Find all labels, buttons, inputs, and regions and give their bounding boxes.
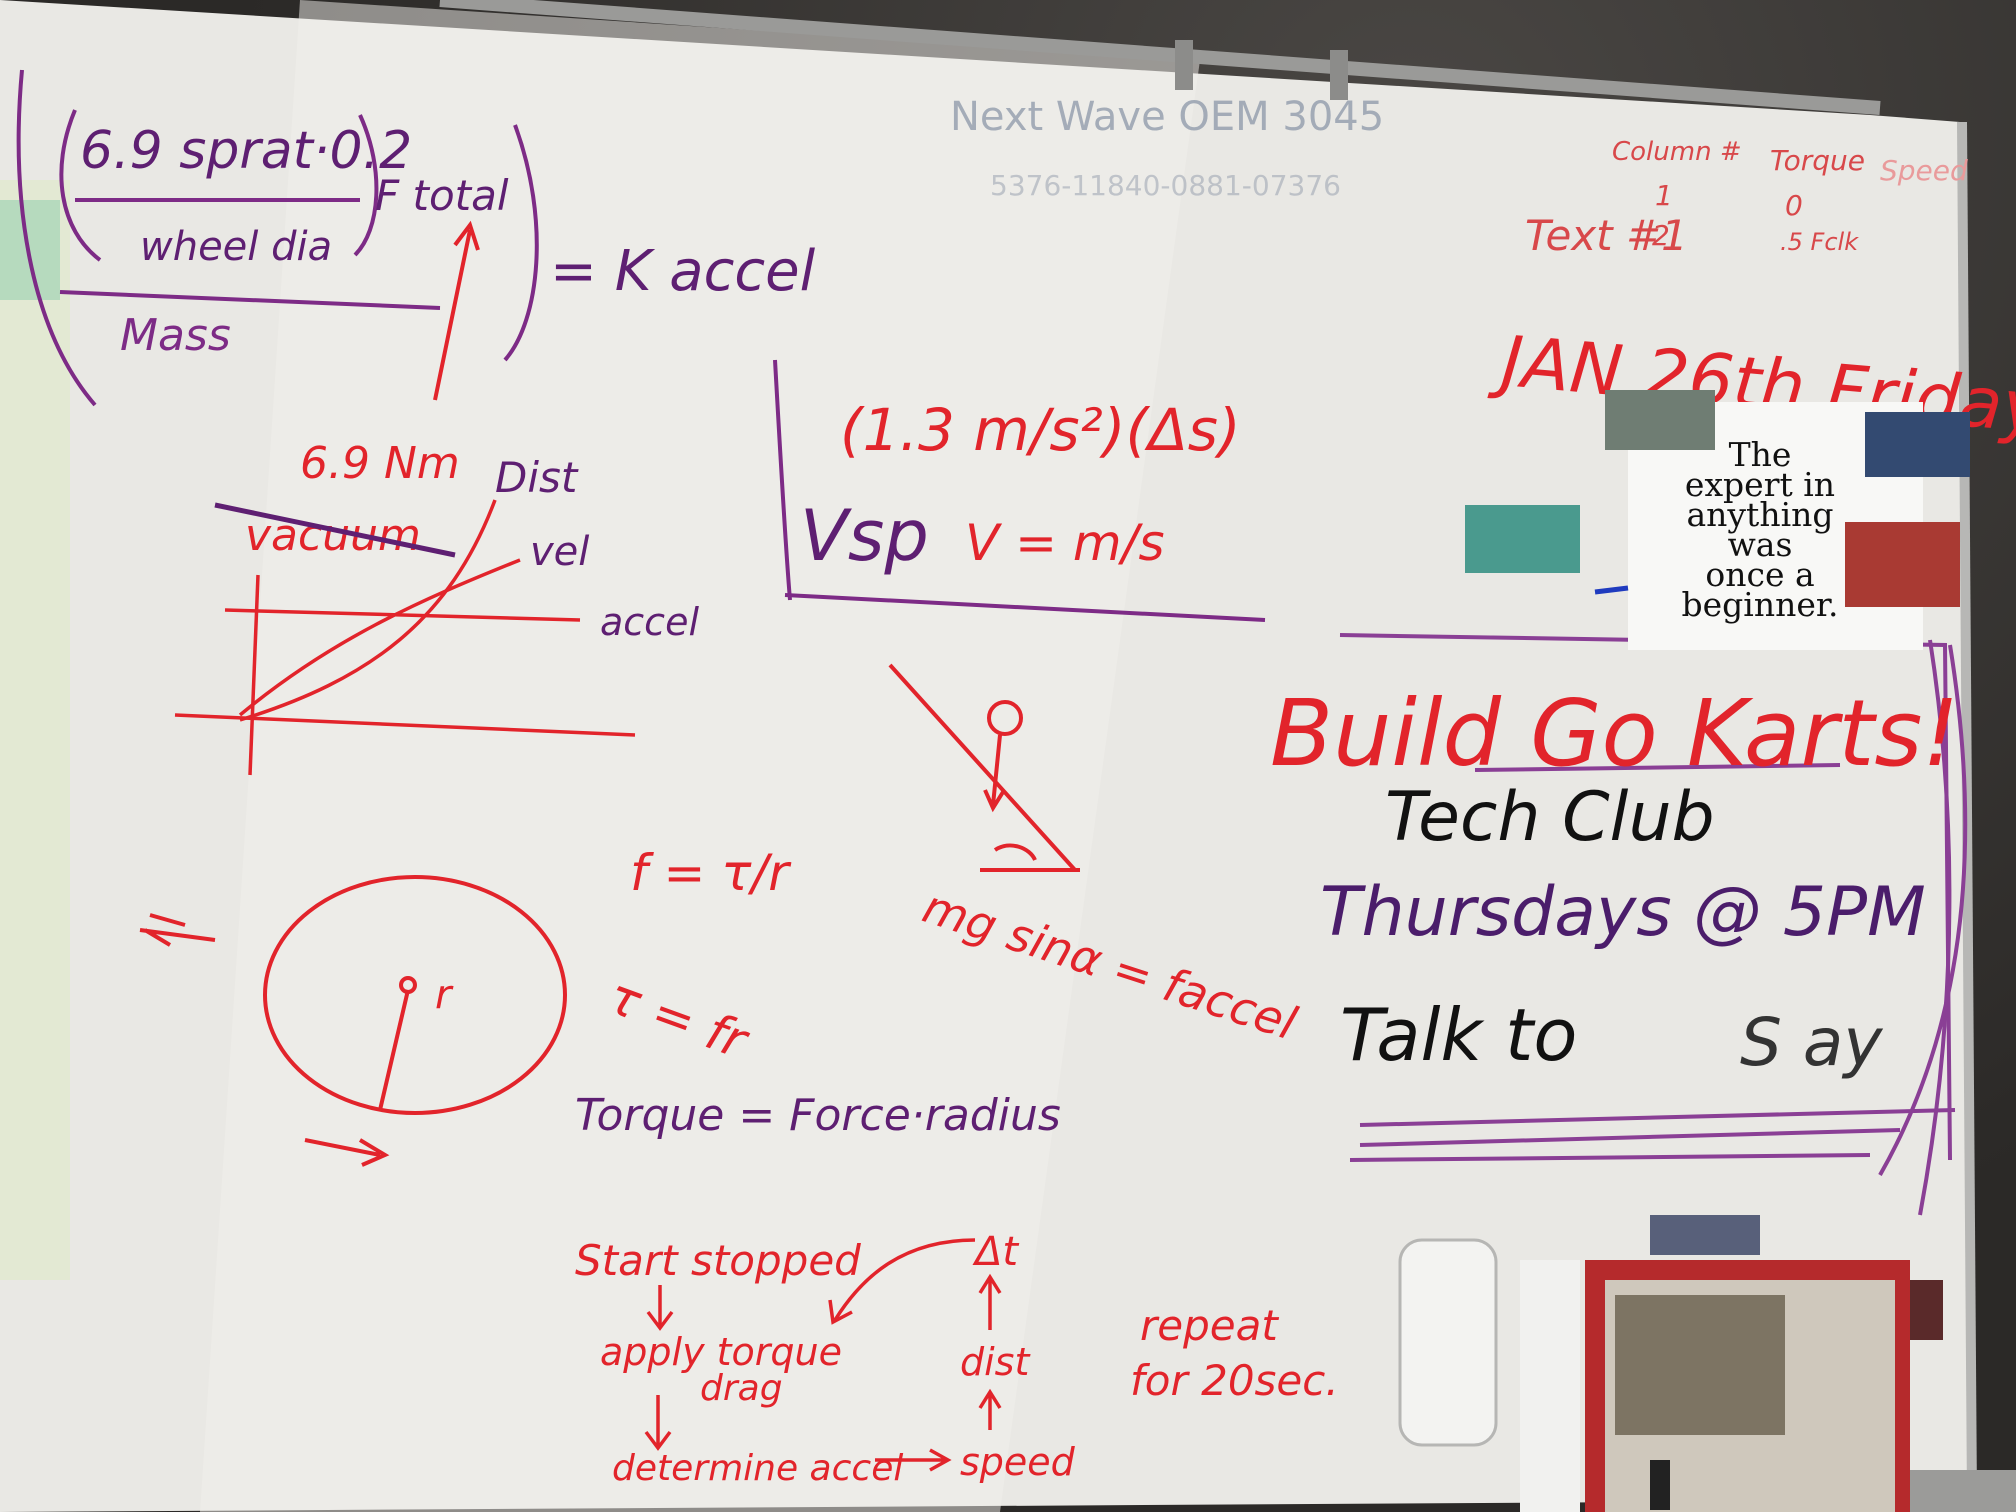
formula-mass: Mass: [120, 310, 231, 361]
faint-note-line2: 5376-11840-0881-07376: [990, 169, 1341, 202]
club-contact: S ay: [1740, 1004, 1883, 1081]
table-col-speed: Speed: [1880, 154, 1968, 187]
magnet-photo-truck-top: [1605, 390, 1715, 450]
formula-numerator: 6.9 sprat·0.2: [80, 121, 412, 181]
velocity-vsp: Vsp: [800, 495, 929, 577]
formula-result: = K accel: [550, 239, 816, 304]
circle-strokes: [139, 875, 567, 1167]
bracket-strokes: [773, 359, 1266, 622]
club-frame-strokes: [1339, 633, 1968, 1216]
flow-for: for 20sec.: [1130, 1356, 1339, 1405]
rail-clip-right: [1330, 50, 1348, 100]
graph-vel-label: vel: [530, 529, 589, 575]
poster-quote: The expert in anything was once a beginn…: [1655, 435, 1865, 624]
flow-repeat: repeat: [1140, 1301, 1279, 1350]
flow-drag: drag: [700, 1368, 783, 1409]
poster-line: once a: [1705, 555, 1815, 594]
table-row-label: Text #1: [1525, 211, 1688, 260]
book-barcode: [1650, 1460, 1670, 1510]
formula-denominator: wheel dia: [140, 224, 332, 270]
flow-dist: dist: [960, 1340, 1031, 1384]
flow-start: Start stopped: [575, 1236, 861, 1285]
torque-f-eq: f = τ/r: [630, 844, 792, 902]
flow-delta-t: Δt: [972, 1229, 1019, 1275]
formula-top-strokes: [16, 69, 539, 407]
table-num-2: 2: [1652, 219, 1670, 252]
graph-strokes: [174, 499, 636, 776]
club-name: Tech Club: [1385, 778, 1715, 857]
club-talk: Talk to: [1340, 993, 1577, 1077]
velocity-unit: V = m/s: [965, 514, 1165, 572]
formula-ftotal: F total: [375, 171, 509, 220]
poster-line: beginner.: [1681, 585, 1839, 624]
paper-stack: [1520, 1260, 1580, 1512]
table-col-torque: Torque: [1770, 144, 1865, 177]
magnet-photo-blue-car: [1865, 412, 1970, 477]
book-cover-image: [1615, 1295, 1785, 1435]
ftotal-arrow: [433, 220, 480, 401]
whiteboard-sheen: [200, 0, 1200, 1512]
flow-determine: determine accel: [612, 1448, 903, 1489]
table-torque-1: .5 Fclk: [1780, 228, 1859, 256]
poster-line: was: [1727, 525, 1793, 564]
table-torque-0: 0: [1785, 189, 1803, 222]
poster-line: anything: [1686, 495, 1834, 534]
poster-line: The: [1728, 435, 1792, 474]
torque-definition: Torque = Force·radius: [575, 1090, 1061, 1141]
graph-torque-label: 6.9 Nm: [300, 438, 460, 489]
crossout-line: [214, 502, 456, 558]
flow-arrows: [644, 1238, 1002, 1472]
flow-speed: speed: [960, 1440, 1076, 1484]
poster-line: expert in: [1684, 465, 1836, 504]
incline-strokes: [888, 663, 1080, 872]
blue-marker-dash: [1594, 585, 1629, 595]
table-num-1: 1: [1655, 179, 1673, 212]
projected-screen-strip: [0, 180, 70, 1280]
circle-radius-label: r: [435, 972, 454, 1018]
magnet-photo-bottom: [1650, 1215, 1760, 1255]
velocity-main-eq: (1.3 m/s²)(Δs): [840, 396, 1241, 464]
marker-holder: [1398, 1238, 1498, 1447]
flow-apply: apply torque: [600, 1330, 842, 1374]
club-when: Thursdays @ 5PM: [1320, 873, 1926, 952]
magnet-photo-red-car: [1845, 522, 1960, 607]
rail-clip-left: [1175, 40, 1193, 90]
magnet-photo-green-truck: [1465, 505, 1580, 573]
top-rail: [439, 0, 1881, 115]
graph-accel-label: accel: [600, 600, 699, 644]
graph-dist-label: Dist: [495, 453, 579, 502]
faint-note-line1: Next Wave OEM 3045: [950, 94, 1384, 140]
club-headline: Build Go Karts!: [1270, 680, 1959, 787]
table-col-column: Column #: [1612, 137, 1742, 167]
